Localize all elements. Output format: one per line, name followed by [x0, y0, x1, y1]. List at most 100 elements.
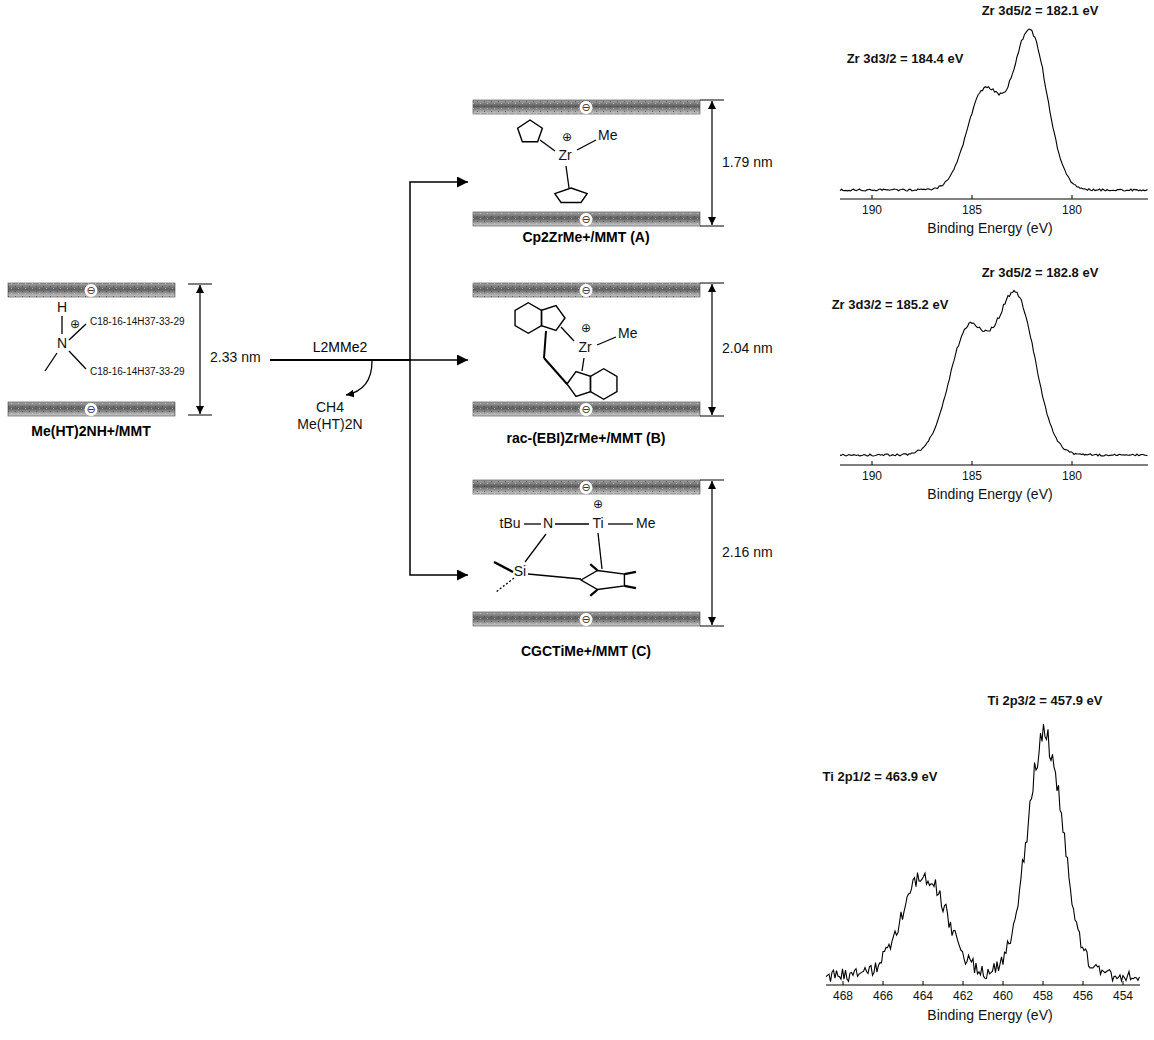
layer-charge: ⊖	[580, 284, 593, 297]
layer-charge: ⊖	[85, 284, 98, 297]
layer-charge: ⊖	[580, 613, 593, 626]
axis-line	[840, 465, 1148, 466]
xps-spectrum	[826, 724, 1140, 985]
sample-label: Cp2ZrMe+/MMT (A)	[522, 230, 649, 245]
axis-tick	[1003, 981, 1004, 985]
bond-line	[624, 586, 635, 588]
clay-layer	[473, 402, 700, 416]
axis-tick	[1072, 461, 1073, 465]
atom-label: N	[543, 516, 553, 531]
peak-label: Ti 2p3/2 = 457.9 eV	[987, 694, 1102, 708]
bond-line	[608, 523, 633, 524]
axis-tick	[972, 461, 973, 465]
clay-texture	[473, 402, 700, 416]
clay-layers	[8, 100, 700, 626]
atom-label: Zr	[578, 340, 591, 355]
dimension-arrow	[700, 480, 724, 626]
sample-label: rac-(EBI)ZrMe+/MMT (B)	[506, 431, 665, 446]
benzo-ring	[515, 303, 542, 334]
cp-ring	[581, 570, 624, 589]
clay-texture	[473, 283, 700, 297]
axis-title: Binding Energy (eV)	[927, 221, 1052, 236]
clay-layer	[473, 480, 700, 494]
clay-layer	[8, 402, 175, 416]
bond-line	[582, 358, 584, 371]
atom-label: Ti	[592, 516, 603, 531]
bond-line	[496, 578, 514, 592]
axis-title: Binding Energy (eV)	[927, 487, 1052, 502]
dimension-label: 2.16 nm	[722, 545, 773, 560]
sample-label: CGCTiMe+/MMT (C)	[521, 644, 651, 659]
atom-label: Me	[636, 516, 655, 531]
benzo-ring	[590, 369, 617, 400]
dimension-arrow	[700, 100, 724, 226]
bond-line	[598, 533, 602, 569]
reaction-arrow	[270, 360, 468, 575]
axis-tick	[972, 195, 973, 199]
bond-line	[544, 331, 546, 358]
bond-line	[700, 100, 724, 101]
bond-line	[700, 416, 724, 417]
axis-tick	[872, 461, 873, 465]
dimension-arrow	[188, 284, 212, 415]
tick-label: 185	[962, 204, 982, 217]
byproduct-arrow	[346, 361, 372, 395]
byproduct-label: Me(HT)2N	[297, 417, 362, 432]
alkyl-chain: C18-16-14H37-33-29	[90, 316, 185, 327]
axis-tick	[843, 981, 844, 985]
spectrum-trace	[840, 290, 1148, 456]
bond-line	[700, 283, 724, 284]
axis-tick	[1123, 981, 1124, 985]
tick-label: 180	[1062, 470, 1082, 483]
axis-tick	[1072, 195, 1073, 199]
axis-tick	[963, 981, 964, 985]
xps-spectrum	[840, 29, 1148, 199]
bond-line	[69, 351, 86, 369]
peak-label: Zr 3d3/2 = 184.4 eV	[847, 52, 964, 66]
bond-line	[45, 353, 57, 371]
layer-charge: ⊖	[85, 403, 98, 416]
dimension-label: 2.04 nm	[722, 341, 773, 356]
tick-label: 460	[993, 990, 1013, 1003]
bond-line	[524, 523, 541, 524]
clay-layer	[8, 283, 175, 297]
clay-texture	[8, 283, 175, 297]
axis-tick	[1043, 981, 1044, 985]
dimension-arrow	[700, 283, 724, 416]
tick-label: 456	[1073, 990, 1093, 1003]
bond-line	[540, 140, 555, 151]
dimension-label: 1.79 nm	[722, 155, 773, 170]
bond-line	[597, 337, 616, 345]
charge-symbol: ⊕	[581, 322, 591, 335]
tick-label: 190	[862, 470, 882, 483]
atom-label: Zr	[558, 148, 571, 163]
tick-label: 468	[833, 990, 853, 1003]
clay-layer	[473, 283, 700, 297]
dimension-line	[711, 101, 712, 225]
bond-line	[700, 626, 724, 627]
atom-label: H	[57, 300, 67, 315]
bond-line	[577, 140, 596, 150]
material-node: rac-(EBI)ZrMe+/MMT (B)	[468, 276, 783, 451]
atom-label: Me	[598, 128, 617, 143]
dimension-line	[711, 284, 712, 415]
axis-tick	[923, 981, 924, 985]
bond-line	[61, 316, 62, 334]
charge-symbol: ⊕	[562, 131, 572, 144]
layer-charge: ⊖	[580, 481, 593, 494]
charge-symbol: ⊕	[593, 498, 603, 511]
layer-charge: ⊖	[580, 101, 593, 114]
atom-label: Me	[618, 326, 637, 341]
material-node: Cp2ZrMe+/MMT (A)	[468, 94, 783, 254]
charge-symbol: ⊕	[70, 318, 80, 331]
tick-label: 454	[1113, 990, 1133, 1003]
peak-label: Zr 3d5/2 = 182.1 eV	[982, 4, 1099, 18]
clay-texture	[473, 100, 700, 114]
ebi-zirconocene-structure	[515, 303, 617, 400]
clay-texture	[473, 480, 700, 494]
clay-texture	[473, 612, 700, 626]
alkyl-chain: C18-16-14H37-33-29	[90, 366, 185, 377]
axis-title: Binding Energy (eV)	[927, 1008, 1052, 1023]
